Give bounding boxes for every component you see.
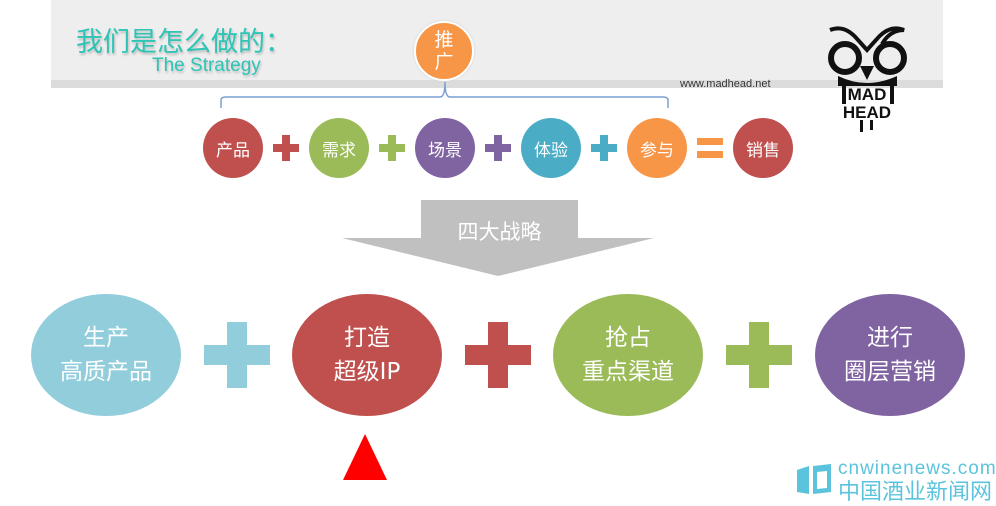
strategy-line1: 进行 — [867, 325, 913, 351]
strategy-circle-marketing: 进行圈层营销 — [815, 294, 965, 416]
watermark-domain: cnwinenews.com — [838, 458, 996, 479]
page-subtitle: The Strategy — [152, 55, 261, 76]
svg-text:HEAD: HEAD — [843, 103, 891, 122]
header-band — [51, 0, 943, 80]
cnwinenews-logo-icon — [797, 464, 831, 494]
down-arrow-body — [421, 200, 578, 240]
strategy-super-ip: 打造超级IP — [292, 294, 442, 416]
strategy-line1: 抢占 — [605, 325, 651, 351]
formula-item-demand: 需求 — [309, 118, 369, 178]
strategy-line2: 超级IP — [333, 359, 401, 385]
watermark-name: 中国酒业新闻网 — [838, 480, 993, 505]
strategy-line2: 圈层营销 — [844, 359, 936, 385]
page-title: 我们是怎么做的： — [76, 27, 292, 58]
formula-item-product: 产品 — [203, 118, 263, 178]
header-band-shadow — [51, 80, 943, 88]
four-strategies-label: 四大战略 — [457, 220, 542, 244]
promotion-node: 推广 — [414, 21, 474, 81]
strategy-line2: 高质产品 — [60, 359, 152, 385]
formula-item-experience: 体验 — [521, 118, 581, 178]
curly-bracket — [220, 81, 669, 108]
formula-item-scene: 场景 — [415, 118, 475, 178]
formula-result-sales: 销售 — [733, 118, 793, 178]
strategy-line1: 打造 — [344, 325, 390, 351]
strategy-line1: 生产 — [83, 325, 129, 351]
equals-icon-bottom — [697, 151, 723, 158]
equals-icon-top — [697, 138, 723, 145]
strategy-key-channels: 抢占重点渠道 — [553, 294, 703, 416]
strategy-line2: 重点渠道 — [582, 359, 674, 385]
madhead-skull-logo: MAD HEAD — [828, 26, 907, 132]
svg-text:MAD: MAD — [848, 85, 887, 104]
formula-item-participation: 参与 — [627, 118, 687, 178]
down-arrow-head — [342, 238, 654, 276]
strategy-quality-product: 生产高质产品 — [31, 294, 181, 416]
website-url: www.madhead.net — [680, 78, 771, 90]
red-triangle-marker — [343, 434, 387, 480]
